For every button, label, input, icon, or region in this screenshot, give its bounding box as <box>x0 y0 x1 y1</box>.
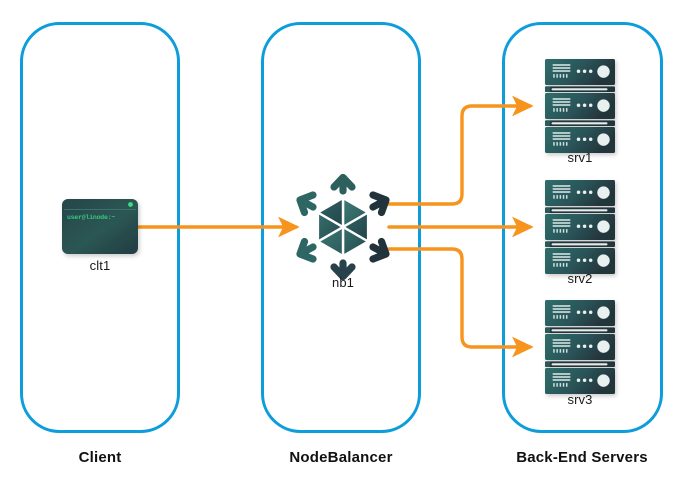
node-label-clt1: clt1 <box>89 258 111 273</box>
connection-nb1-srv3[interactable] <box>387 247 534 358</box>
node-label-srv3: srv3 <box>567 392 593 407</box>
srv3-server-icon[interactable] <box>545 300 615 394</box>
node-label-srv1: srv1 <box>567 150 593 165</box>
terminal-prompt-text: user@linode:~ <box>67 214 116 221</box>
group-label-client: Client <box>78 449 122 466</box>
node-label-nb1: nb1 <box>332 275 354 290</box>
connection-nb1-srv1[interactable] <box>387 95 534 206</box>
clt1-terminal-icon[interactable] <box>62 199 138 254</box>
node-label-srv2: srv2 <box>567 271 593 286</box>
srv2-server-icon[interactable] <box>545 180 615 274</box>
group-label-backend: Back-End Servers <box>516 449 648 466</box>
srv1-server-icon[interactable] <box>545 59 615 153</box>
nb1-nodebalancer-icon[interactable] <box>296 173 390 281</box>
group-label-nodebalancer: NodeBalancer <box>289 449 393 466</box>
